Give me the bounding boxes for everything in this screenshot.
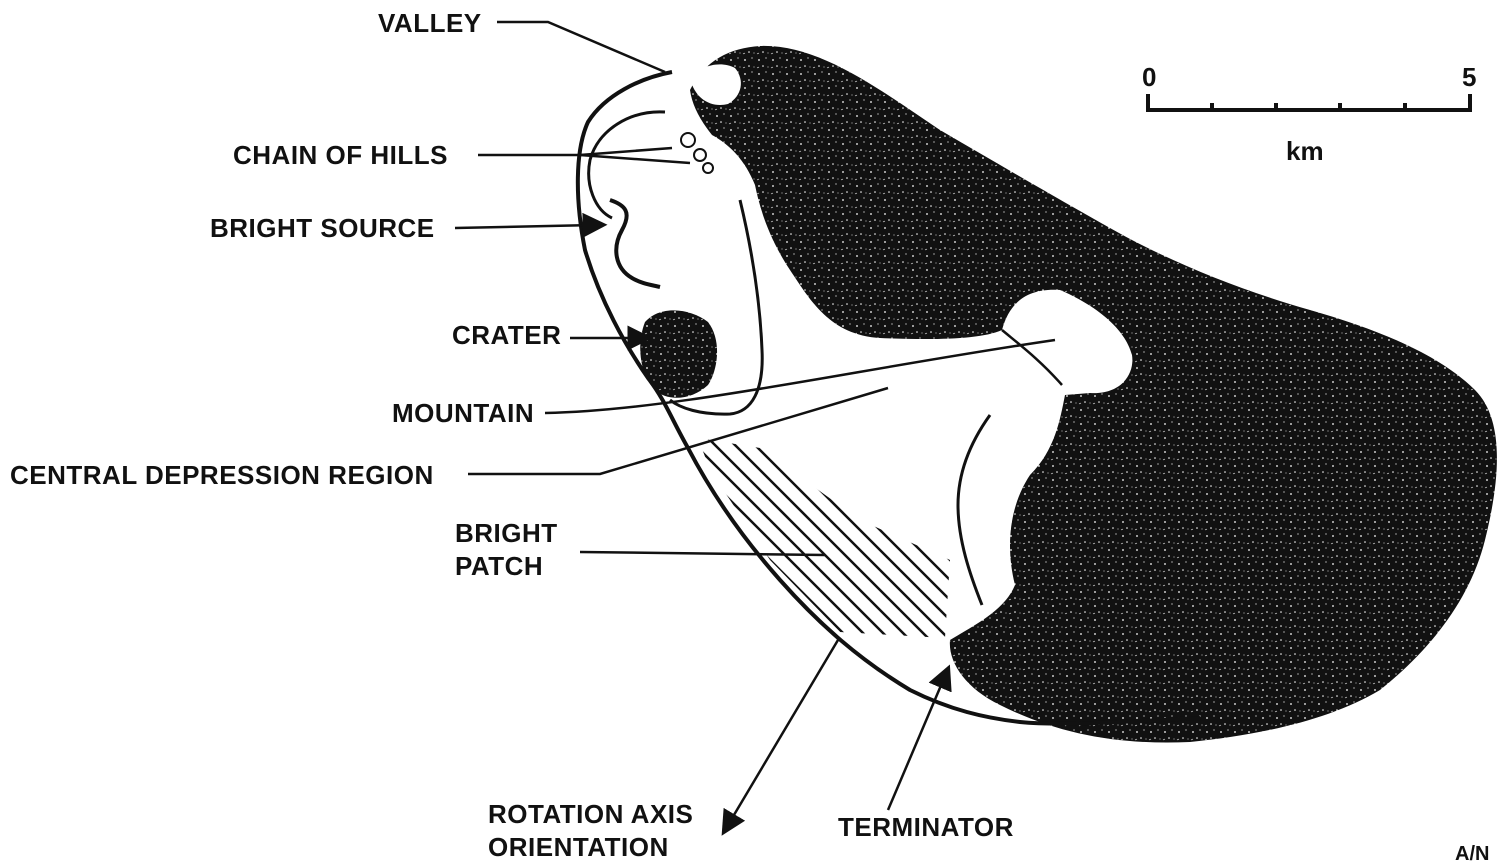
scale-bar: 0 5 km (1142, 62, 1476, 166)
label-valley: VALLEY (378, 8, 482, 38)
rotation-axis-arrow (728, 640, 838, 825)
label-bright-source: BRIGHT SOURCE (210, 213, 435, 243)
chain-of-hills-leader (478, 148, 672, 155)
corner-mark: A/N (1455, 843, 1489, 864)
valley-leader (497, 22, 665, 72)
depression-edge (1002, 330, 1062, 385)
bright-patch-leader (580, 552, 825, 555)
label-rotation-axis-2: ORIENTATION (488, 832, 669, 862)
label-mountain: MOUNTAIN (392, 398, 534, 428)
terminator-curve (958, 415, 990, 605)
scale-bar-line (1148, 94, 1470, 110)
hill-circle (694, 149, 706, 161)
label-rotation-axis-1: ROTATION AXIS (488, 799, 693, 829)
hill-circle (703, 163, 713, 173)
scale-unit-label: km (1286, 136, 1324, 166)
label-terminator: TERMINATOR (838, 812, 1014, 842)
label-bright-patch-1: BRIGHT (455, 518, 558, 548)
label-chain-of-hills: CHAIN OF HILLS (233, 140, 448, 170)
label-crater: CRATER (452, 320, 561, 350)
scale-start-label: 0 (1142, 62, 1156, 92)
bright-source-leader (455, 225, 595, 228)
valley-ridge-line (589, 112, 665, 218)
label-bright-patch-2: PATCH (455, 551, 543, 581)
label-central-depression: CENTRAL DEPRESSION REGION (10, 460, 434, 490)
shadow-region (690, 46, 1497, 743)
chain-of-hills-leader-2 (580, 155, 690, 163)
bright-source-hook (610, 200, 660, 287)
mountain-leader (545, 340, 1055, 413)
hill-circle (681, 133, 695, 147)
scale-end-label: 5 (1462, 62, 1476, 92)
terminator-leader (888, 676, 945, 810)
